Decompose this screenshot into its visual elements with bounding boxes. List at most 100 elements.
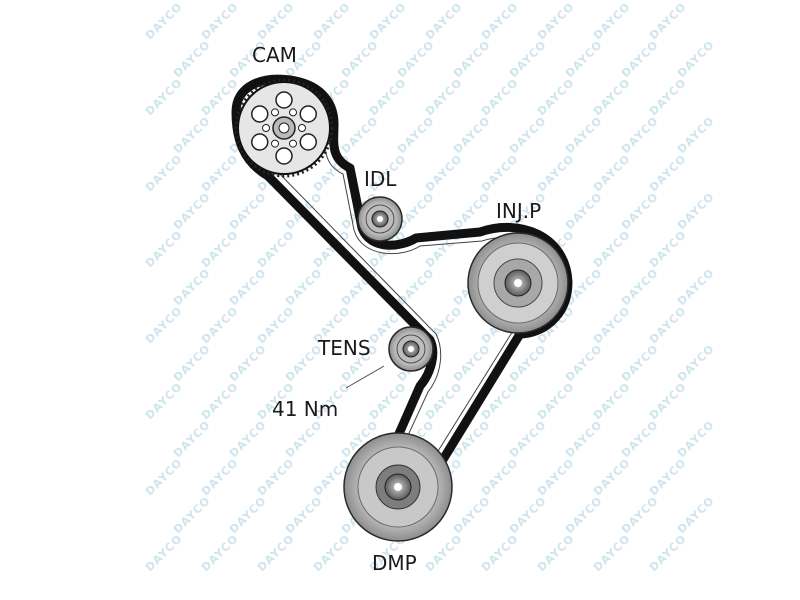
watermark-text: DAYCO [619, 418, 661, 460]
cam-pulley-hole [299, 133, 317, 151]
watermark-text: DAYCO [143, 380, 185, 422]
watermark-text: DAYCO [395, 114, 437, 156]
watermark-text: DAYCO [451, 38, 493, 80]
label-cam: CAM [252, 43, 297, 67]
watermark-text: DAYCO [171, 266, 213, 308]
watermark-text: DAYCO [619, 38, 661, 80]
watermark-text: DAYCO [507, 494, 549, 536]
watermark-text: DAYCO [647, 228, 689, 270]
watermark-text: DAYCO [423, 532, 465, 574]
idler-pulley [357, 196, 403, 242]
damper-pulley [343, 432, 453, 542]
cam-pulley-bolt-hole [271, 108, 279, 117]
watermark-text: DAYCO [675, 190, 717, 232]
watermark-text: DAYCO [647, 152, 689, 194]
watermark-text: DAYCO [227, 342, 269, 384]
watermark-text: DAYCO [647, 380, 689, 422]
label-injection-pump: INJ.P [496, 199, 541, 223]
watermark-text: DAYCO [647, 532, 689, 574]
watermark-text: DAYCO [255, 0, 297, 42]
cam-pulley-bolt-hole [271, 139, 279, 148]
watermark-text: DAYCO [591, 532, 633, 574]
watermark-text: DAYCO [395, 38, 437, 80]
watermark-text: DAYCO [143, 456, 185, 498]
cam-pulley-holes [251, 91, 317, 165]
watermark-text: DAYCO [675, 38, 717, 80]
cam-pulley-bolt-hole [262, 124, 270, 132]
label-torque: 41 Nm [272, 397, 338, 421]
watermark-text: DAYCO [535, 76, 577, 118]
watermark-text: DAYCO [283, 418, 325, 460]
watermark-text: DAYCO [255, 304, 297, 346]
watermark-text: DAYCO [423, 152, 465, 194]
watermark-text: DAYCO [591, 380, 633, 422]
watermark-text: DAYCO [479, 76, 521, 118]
watermark-text: DAYCO [423, 76, 465, 118]
watermark-text: DAYCO [563, 418, 605, 460]
watermark-text: DAYCO [171, 114, 213, 156]
watermark-text: DAYCO [451, 494, 493, 536]
watermark-text: DAYCO [675, 418, 717, 460]
watermark-text: DAYCO [647, 456, 689, 498]
cam-pulley-bolt-hole [289, 139, 297, 148]
watermark-text: DAYCO [367, 0, 409, 42]
label-idler: IDL [364, 167, 397, 191]
watermark-text: DAYCO [255, 456, 297, 498]
watermark-text: DAYCO [255, 532, 297, 574]
watermark-text: DAYCO [227, 190, 269, 232]
tensioner-pulley [388, 326, 434, 372]
watermark-text: DAYCO [143, 304, 185, 346]
watermark-text: DAYCO [311, 228, 353, 270]
watermark-text: DAYCO [227, 266, 269, 308]
watermark-text: DAYCO [591, 0, 633, 42]
watermark-text: DAYCO [199, 228, 241, 270]
watermark-text: DAYCO [143, 228, 185, 270]
cam-pulley-hole [275, 91, 293, 109]
watermark-text: DAYCO [619, 190, 661, 232]
watermark-text: DAYCO [339, 114, 381, 156]
watermark-text: DAYCO [395, 266, 437, 308]
watermark-text: DAYCO [535, 0, 577, 42]
label-damper: DMP [372, 551, 417, 575]
watermark-text: DAYCO [591, 456, 633, 498]
watermark-text: DAYCO [367, 76, 409, 118]
watermark-text: DAYCO [199, 152, 241, 194]
watermark-text: DAYCO [479, 532, 521, 574]
watermark-text: DAYCO [143, 152, 185, 194]
watermark-text: DAYCO [171, 38, 213, 80]
watermark-text: DAYCO [451, 342, 493, 384]
watermark-text: DAYCO [283, 494, 325, 536]
watermark-text: DAYCO [171, 418, 213, 460]
watermark-text: DAYCO [563, 38, 605, 80]
watermark-text: DAYCO [535, 532, 577, 574]
watermark-text: DAYCO [479, 456, 521, 498]
watermark-text: DAYCO [647, 0, 689, 42]
cam-pulley-bolt-hole [289, 108, 297, 117]
cam-pulley-hole [251, 133, 269, 151]
watermark-text: DAYCO [143, 76, 185, 118]
watermark-text: DAYCO [227, 494, 269, 536]
watermark-text: DAYCO [199, 0, 241, 42]
watermark-text: DAYCO [591, 304, 633, 346]
watermark-text: DAYCO [199, 532, 241, 574]
watermark-text: DAYCO [171, 342, 213, 384]
watermark-text: DAYCO [507, 114, 549, 156]
cam-pulley-hole [251, 105, 269, 123]
watermark-text: DAYCO [675, 114, 717, 156]
label-tensioner: TENS [317, 336, 371, 360]
watermark-text: DAYCO [591, 76, 633, 118]
watermark-text: DAYCO [563, 342, 605, 384]
watermark-text: DAYCO [283, 266, 325, 308]
watermark-text: DAYCO [171, 494, 213, 536]
torque-leader-line [345, 365, 385, 389]
watermark-text: DAYCO [619, 342, 661, 384]
watermark-text: DAYCO [647, 76, 689, 118]
watermark-text: DAYCO [143, 0, 185, 42]
watermark-text: DAYCO [591, 152, 633, 194]
watermark-text: DAYCO [591, 228, 633, 270]
cam-pulley-hole [299, 105, 317, 123]
injection-pump-pulley [467, 232, 569, 334]
watermark-text: DAYCO [199, 380, 241, 422]
